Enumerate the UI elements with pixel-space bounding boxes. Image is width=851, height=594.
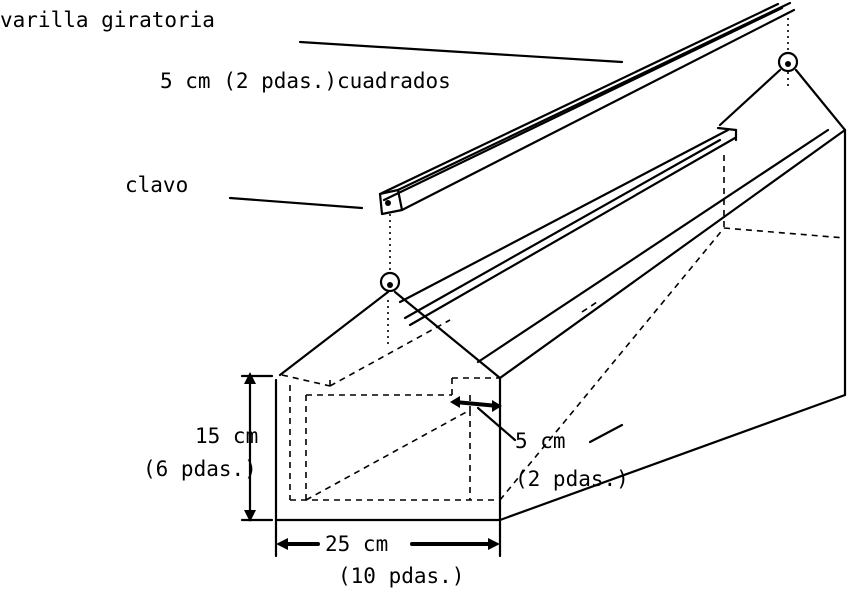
nail-leader-line [228,196,364,210]
width-dimension [274,518,502,558]
label-rod-size: 5 cm (2 pdas.)cuadrados [160,69,451,93]
rod-leader-line [298,40,624,64]
rotating-rod [378,1,796,216]
height-dimension [240,372,274,522]
label-width-in: (10 pdas.) [338,564,464,588]
trough [274,68,847,522]
front-hook-icon [379,271,401,293]
label-height-cm: 15 cm [195,424,258,448]
label-lip-cm: 5 cm [515,429,566,453]
label-rod: varilla giratoria [0,8,215,32]
label-lip-in: (2 pdas.) [515,467,629,491]
label-height-in: (6 pdas.) [143,457,257,481]
label-width-cm: 25 cm [325,532,388,556]
lip-dimension [450,396,624,444]
back-hook-icon [777,51,799,73]
label-nail: clavo [125,173,188,197]
